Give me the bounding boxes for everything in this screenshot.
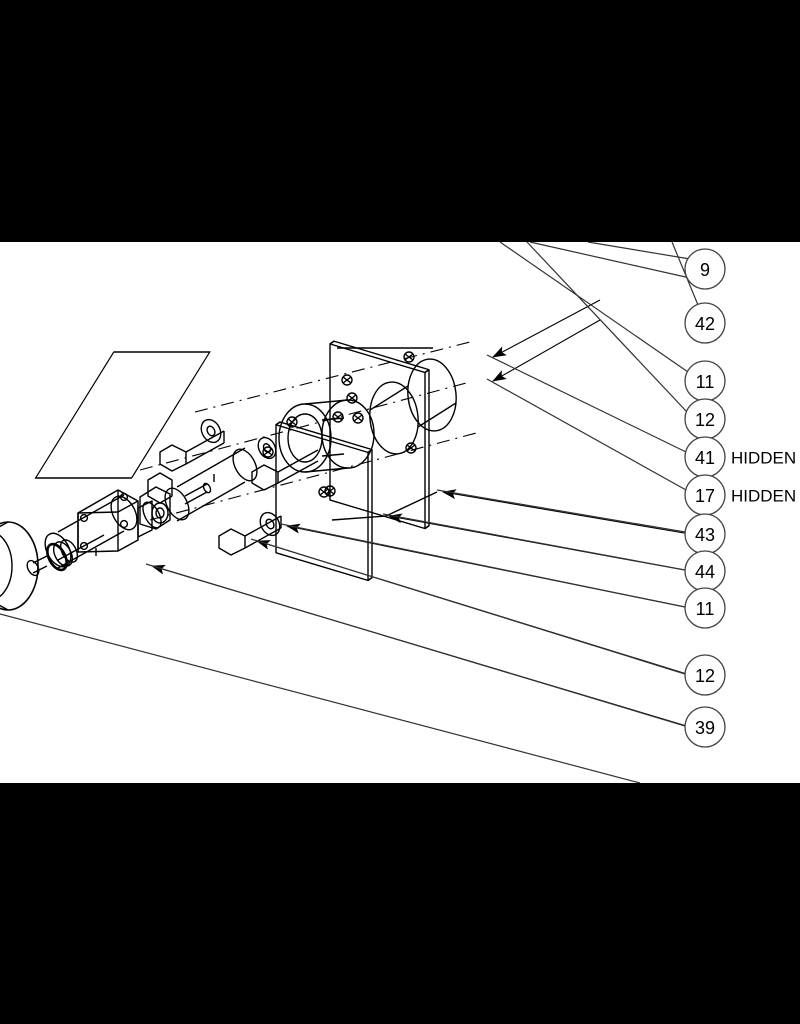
balloon-number: 9 <box>700 260 710 280</box>
balloon-callout-44-7[interactable]: 44 <box>684 550 726 592</box>
balloon-number: 12 <box>695 410 715 430</box>
leader-41 <box>486 354 687 453</box>
balloon-callout-43-6[interactable]: 43 <box>684 513 726 555</box>
leader-39 <box>145 563 686 727</box>
top-crop-mask <box>0 0 800 242</box>
coupling-shaft <box>139 447 258 530</box>
balloon-circle[interactable] <box>684 587 726 629</box>
leader-44 <box>382 513 686 571</box>
leader-9-b <box>529 241 691 279</box>
hex-bolt-mid <box>251 449 319 491</box>
balloon-number: 11 <box>696 599 715 619</box>
hex-bolt-upper <box>159 430 225 472</box>
balloon-number: 41 <box>695 448 715 468</box>
hex-bolt-lower <box>218 515 282 556</box>
balloon-note-hidden: HIDDEN <box>731 449 796 468</box>
bore-boss-rear <box>369 358 457 455</box>
balloon-number: 42 <box>695 314 715 334</box>
leader-11-lower <box>280 523 686 608</box>
balloon-circle[interactable] <box>684 706 726 748</box>
balloon-number: 11 <box>696 372 715 392</box>
balloon-note-hidden: HIDDEN <box>731 487 796 506</box>
balloon-callout-9-0[interactable]: 9 <box>684 248 726 290</box>
assembly-geometry <box>0 340 481 611</box>
center-axis-lines <box>139 341 481 521</box>
balloon-circle[interactable] <box>684 654 726 696</box>
plate-edge-lines <box>331 491 438 521</box>
balloon-number: 44 <box>695 562 715 582</box>
leader-12-upper <box>526 241 688 413</box>
balloon-callout-11-2[interactable]: 11 <box>684 360 726 402</box>
balloon-callout-11-8[interactable]: 11 <box>684 587 726 629</box>
balloon-number: 43 <box>695 525 715 545</box>
leader-17 <box>486 378 687 491</box>
bottom-crop-mask <box>0 783 800 1024</box>
leader-12-lower <box>250 538 686 675</box>
balloon-callout-12-3[interactable]: 12 <box>684 398 726 440</box>
flat-washer-lower <box>259 511 281 537</box>
drive-pulley <box>0 521 39 611</box>
leader-43 <box>436 489 686 533</box>
balloon-circle[interactable] <box>684 248 726 290</box>
balloon-circle[interactable] <box>684 302 726 344</box>
balloon-callout-17-5[interactable]: 17 HIDDEN <box>684 474 796 516</box>
motor-cylinder <box>26 494 138 577</box>
balloon-callout-12-9[interactable]: 12 <box>684 654 726 696</box>
leader-39-long-lower <box>0 613 641 784</box>
balloon-number: 39 <box>695 718 715 738</box>
balloon-number: 12 <box>695 666 715 686</box>
leader-9-a <box>587 241 691 260</box>
leader-11-upper <box>499 241 689 373</box>
rear-flange-plate <box>34 347 433 479</box>
balloon-callout-42-1[interactable]: 42 <box>684 302 726 344</box>
balloon-callout-39-10[interactable]: 39 <box>684 706 726 748</box>
balloon-callout-41-4[interactable]: 41 HIDDEN <box>684 436 796 478</box>
balloon-number: 17 <box>695 486 715 506</box>
flat-washer-upper <box>200 418 222 444</box>
part-arrow-markers <box>151 299 691 728</box>
gearbox-housing <box>77 489 162 553</box>
